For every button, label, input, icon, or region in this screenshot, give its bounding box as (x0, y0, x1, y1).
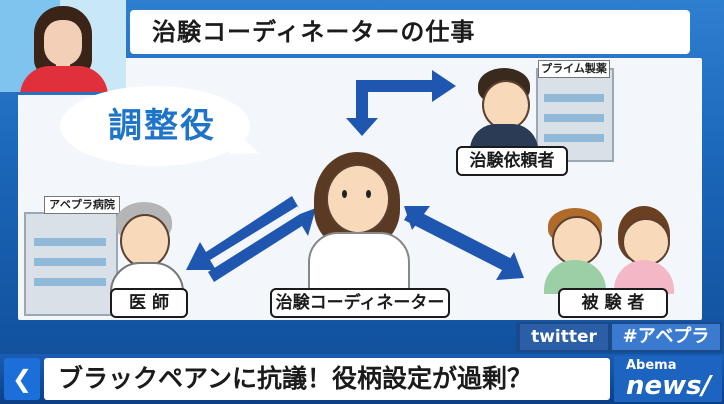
subject-face (622, 218, 670, 266)
logo-top-text: Abema (626, 358, 677, 373)
ticker-text-box (44, 358, 610, 400)
hashtag-label: #アベプラ (612, 324, 720, 350)
logo-bottom-text: news/ (626, 371, 712, 401)
subjects-label: 被 験 者 (558, 288, 668, 318)
arrow-icon (404, 206, 514, 266)
twitter-label: twitter (520, 324, 608, 350)
subject-face (552, 216, 602, 266)
eye (366, 190, 371, 198)
ticker-headline: ブラックペアンに抗議！役柄設定が過剰？ (58, 364, 533, 393)
presenter-jacket (20, 66, 108, 92)
sponsor-face (482, 80, 530, 130)
presenter-video (0, 0, 126, 95)
sponsor-suit (470, 124, 538, 150)
window (544, 134, 604, 142)
window (34, 258, 106, 266)
arrow-icon (186, 196, 300, 270)
eye (342, 190, 347, 198)
ticker-back-button[interactable] (4, 358, 40, 400)
chevron-left-icon: ❮ (12, 365, 33, 393)
page-title: 治験コーディネーターの仕事 (152, 18, 476, 46)
window (34, 278, 106, 286)
hospital-building-icon (24, 212, 118, 316)
coordinator-label: 治験コーディネーター (270, 288, 450, 318)
window (544, 114, 604, 122)
title-bar (130, 10, 690, 54)
doctor-label: 医 師 (110, 288, 188, 318)
presenter-face (44, 20, 82, 66)
coordinator-coat (308, 232, 410, 296)
abema-news-logo (614, 356, 722, 402)
speech-bubble (60, 86, 250, 166)
sponsor-label: 治験依頼者 (456, 146, 568, 176)
bubble-text: 調整役 (108, 106, 216, 146)
window (34, 238, 106, 246)
window (544, 94, 604, 102)
hospital-sign: アベプラ病院 (44, 196, 120, 214)
arrow-icon (346, 70, 456, 136)
pharma-sign: プライム製薬 (538, 60, 610, 78)
coordinator-face (326, 164, 390, 234)
arrow-icon (208, 208, 316, 282)
doctor-face (120, 214, 170, 268)
